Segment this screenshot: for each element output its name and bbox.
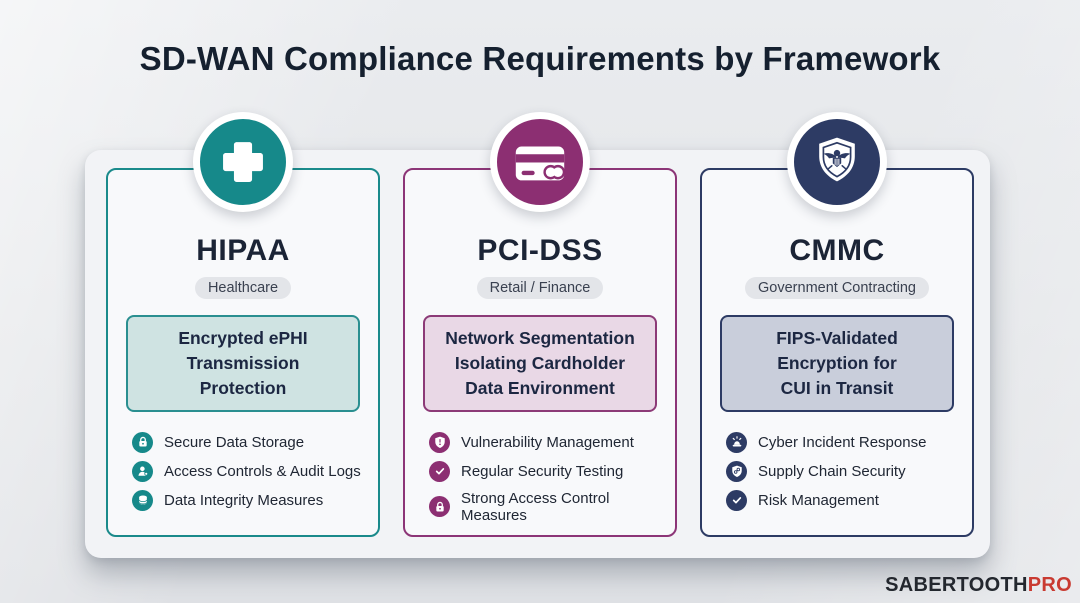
requirement-box: Encrypted ePHI Transmission Protection (126, 315, 360, 412)
framework-name: CMMC (789, 234, 885, 267)
list-item: Data Integrity Measures (132, 489, 378, 511)
list-item: Supply Chain Security (726, 460, 972, 482)
requirement-list: Vulnerability Management Regular Securit… (405, 431, 675, 524)
requirement-text: Encrypted ePHI Transmission Protection (178, 328, 308, 398)
requirement-box: FIPS-Validated Encryption for CUI in Tra… (720, 315, 954, 412)
framework-card-hipaa: HIPAA Healthcare Encrypted ePHI Transmis… (106, 112, 380, 537)
framework-card-cmmc: CMMC Government Contracting FIPS-Validat… (700, 112, 974, 537)
list-item-label: Strong Access Control Measures (461, 489, 610, 524)
brand-main: SABERTOOTH (885, 574, 1028, 596)
requirement-text: FIPS-Validated Encryption for CUI in Tra… (776, 328, 898, 398)
list-item-label: Vulnerability Management (461, 433, 634, 451)
sector-badge: Retail / Finance (476, 277, 604, 299)
list-item-label: Data Integrity Measures (164, 491, 324, 509)
page-title: SD-WAN Compliance Requirements by Framew… (139, 40, 941, 77)
sector-badge: Healthcare (194, 277, 292, 299)
list-item-label: Supply Chain Security (758, 462, 906, 480)
sector-badge: Government Contracting (745, 277, 929, 299)
requirement-list: Secure Data Storage Access Controls & Au… (108, 431, 378, 511)
user-access-icon (132, 460, 153, 482)
credit-card-icon (490, 112, 590, 212)
requirement-box: Network Segmentation Isolating Cardholde… (423, 315, 657, 412)
list-item: Risk Management (726, 489, 972, 511)
lock-icon (429, 496, 450, 518)
brand-logo: SABERTOOTHPRO (885, 574, 1072, 597)
shield-alert-icon (429, 431, 450, 453)
framework-name: PCI-DSS (477, 234, 603, 267)
requirement-list: Cyber Incident Response Supply Chain Sec… (702, 431, 972, 511)
list-item: Access Controls & Audit Logs (132, 460, 378, 482)
list-item: Regular Security Testing (429, 460, 675, 482)
check-circle-icon (429, 460, 450, 482)
requirement-text: Network Segmentation Isolating Cardholde… (445, 328, 635, 398)
list-item: Vulnerability Management (429, 431, 675, 453)
framework-card-pci-dss: PCI-DSS Retail / Finance Network Segment… (403, 112, 677, 537)
lock-icon (132, 431, 153, 453)
list-item-label: Access Controls & Audit Logs (164, 462, 361, 480)
list-item-label: Risk Management (758, 491, 879, 509)
shield-link-icon (726, 460, 747, 482)
framework-name: HIPAA (196, 234, 290, 267)
brand-pro: PRO (1027, 574, 1072, 596)
list-item: Strong Access Control Measures (429, 490, 675, 524)
list-item-label: Secure Data Storage (164, 433, 305, 451)
list-item: Cyber Incident Response (726, 431, 972, 453)
database-icon (132, 489, 153, 511)
siren-icon (726, 431, 747, 453)
list-item: Secure Data Storage (132, 431, 378, 453)
list-item-label: Cyber Incident Response (758, 433, 927, 451)
medical-cross-icon (193, 112, 293, 212)
eagle-shield-icon (787, 112, 887, 212)
check-circle-icon (726, 489, 747, 511)
list-item-label: Regular Security Testing (461, 462, 624, 480)
